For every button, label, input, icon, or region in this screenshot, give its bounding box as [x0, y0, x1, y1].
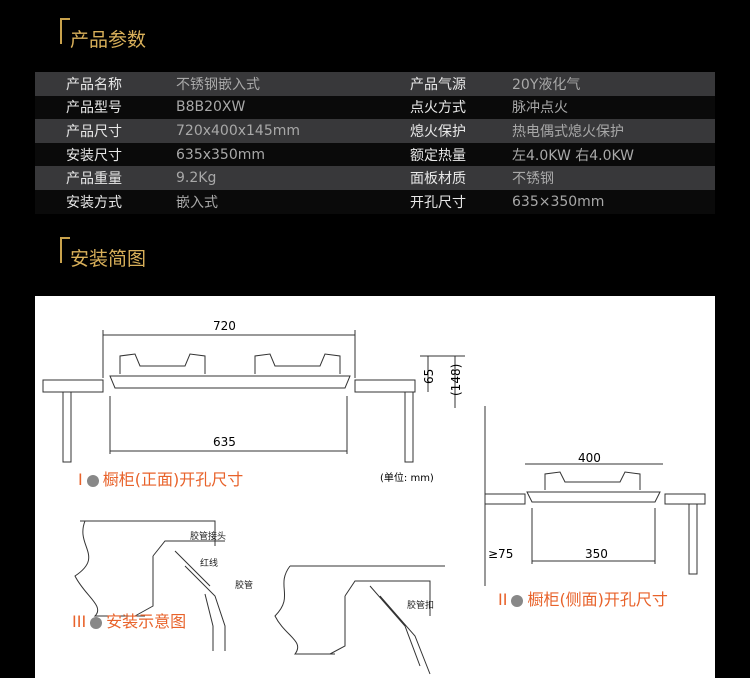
arrow-circle-icon: [90, 616, 103, 629]
param-value: 720x400x145mm: [176, 122, 301, 139]
dim-cutout: 635: [213, 435, 236, 449]
section-title: 产品参数: [70, 29, 147, 51]
dim-height: 65: [422, 369, 436, 384]
dim-side-cutout: 350: [585, 547, 608, 561]
param-label: 产品气源: [410, 76, 466, 93]
bracket-icon: [60, 237, 70, 263]
arrow-circle-icon: [86, 474, 99, 487]
label: 胶管: [235, 579, 253, 591]
table-row: 产品型号 B8B20XW 点火方式 脉冲点火: [35, 95, 715, 120]
dim-width: 720: [213, 319, 236, 333]
install-diagram-panel: 720 635 65 (148) (单位: mm) 400 350 ≥75 胶管…: [35, 296, 715, 678]
param-label: 面板材质: [410, 171, 466, 188]
bracket-icon: [60, 18, 70, 44]
diagram-text: 720 635 65 (148) (单位: mm) 400 350 ≥75 胶管…: [190, 319, 608, 611]
table-row: 产品重量 9.2Kg 面板材质 不锈钢: [35, 166, 715, 190]
label: 胶管扣: [407, 599, 434, 611]
param-value: 热电偶式熄火保护: [512, 123, 624, 140]
table-row: 产品名称 不锈钢嵌入式 产品气源 20Y液化气: [35, 72, 715, 96]
param-label: 安装尺寸: [66, 147, 122, 164]
param-value: 不锈钢: [512, 171, 554, 188]
arrow-circle-icon: [511, 594, 524, 607]
section-title: 安装简图: [70, 248, 147, 270]
param-value: 9.2Kg: [176, 170, 217, 187]
dim-depth: 400: [578, 451, 601, 465]
param-value: 不锈钢嵌入式: [176, 76, 260, 93]
param-label: 额定热量: [410, 147, 466, 164]
param-value: 左4.0KW 右4.0KW: [512, 147, 635, 164]
param-value: 20Y液化气: [512, 76, 581, 93]
label: 红线: [200, 557, 218, 569]
param-label: 产品重量: [66, 171, 122, 188]
param-value: 635×350mm: [512, 193, 605, 210]
dim-total-height: (148): [449, 364, 463, 396]
param-value: B8B20XW: [176, 99, 246, 116]
label: 胶管接头: [190, 530, 226, 542]
table-row: 产品尺寸 720x400x145mm 熄火保护 热电偶式熄火保护: [35, 119, 715, 143]
unit-label: (单位: mm): [380, 471, 434, 484]
param-label: 产品尺寸: [66, 123, 122, 140]
param-label: 产品型号: [66, 100, 122, 117]
table-row: 安装方式 嵌入式 开孔尺寸 635×350mm: [35, 189, 715, 214]
dim-min: ≥75: [488, 547, 513, 561]
param-value: 脉冲点火: [512, 100, 568, 117]
param-label: 点火方式: [410, 100, 466, 117]
param-value: 635x350mm: [176, 146, 266, 163]
param-label: 安装方式: [66, 194, 122, 211]
param-label: 熄火保护: [410, 123, 466, 140]
install-drawings: [42, 330, 706, 675]
table-row: 安装尺寸 635x350mm 额定热量 左4.0KW 右4.0KW: [35, 142, 715, 167]
param-value: 嵌入式: [176, 194, 218, 211]
param-label: 产品名称: [66, 76, 122, 93]
param-label: 开孔尺寸: [410, 194, 466, 211]
